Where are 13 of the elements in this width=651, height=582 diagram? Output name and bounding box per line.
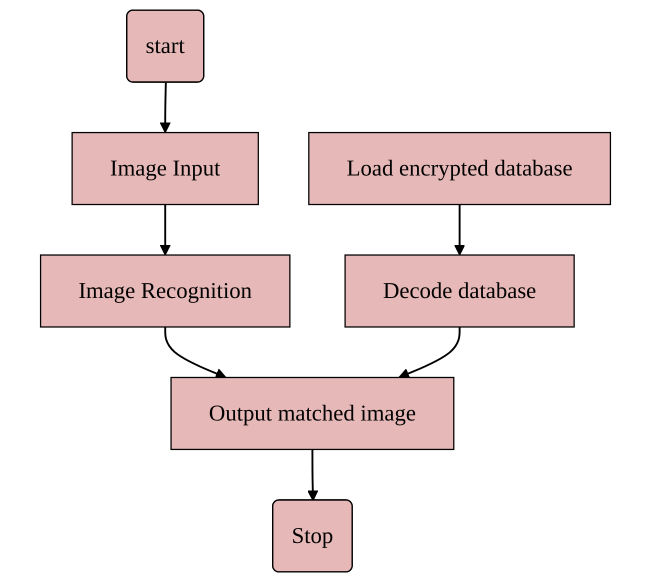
terminal-box: start [126, 9, 204, 83]
process-box: Load encrypted database [308, 132, 612, 206]
arrow [160, 82, 171, 134]
process-box: Output matched image [170, 376, 454, 450]
process-box: Image Recognition [40, 254, 290, 328]
terminal-box: Stop [272, 499, 353, 573]
arrow [307, 449, 318, 502]
arrow [398, 326, 461, 379]
process-box: Decode database [344, 254, 575, 328]
process-box: Image Input [72, 132, 259, 206]
arrow [160, 204, 171, 256]
arrow [454, 204, 466, 256]
arrow [164, 326, 226, 379]
